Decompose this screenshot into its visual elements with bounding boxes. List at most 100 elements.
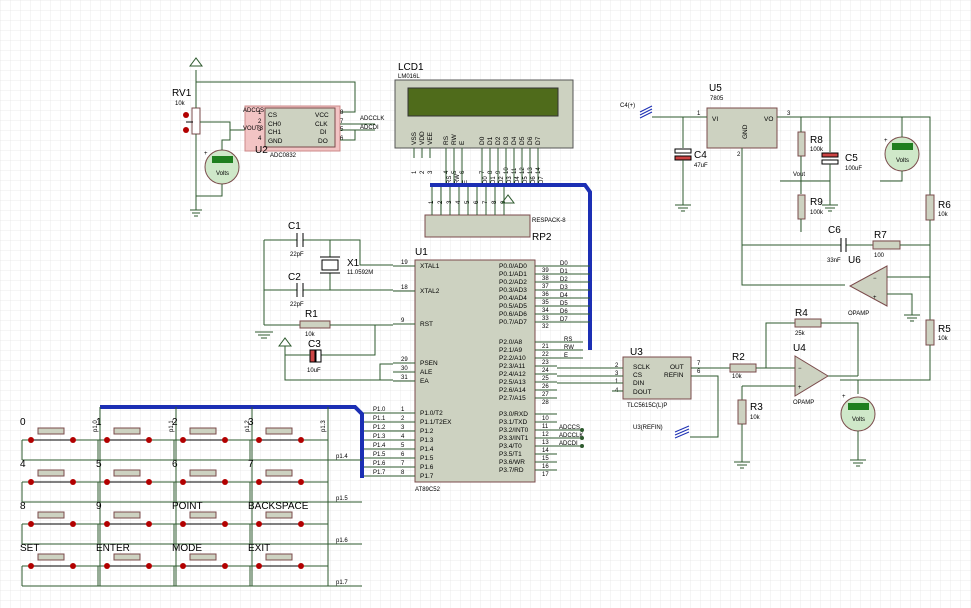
u1-right-pin-number: 27 <box>542 392 549 398</box>
keypad-key-cap <box>265 553 293 561</box>
keypad-key[interactable]: 3 <box>248 417 328 460</box>
u1-right-pin-number: 14 <box>542 448 549 454</box>
lcd1-display[interactable]: LCD1 LM016L <box>394 62 574 149</box>
keypad-key-label: 0 <box>20 417 26 428</box>
keypad-key[interactable]: 7 <box>248 459 328 502</box>
rp2-pin-number: 5 <box>465 200 471 204</box>
u1-p1-net: P1.6 <box>373 461 386 467</box>
u1-right-pin-label: P0.4/AD4 <box>499 295 527 302</box>
u1-left-pin-number: 8 <box>401 470 405 476</box>
u1-body <box>414 259 536 483</box>
r3-resistor[interactable]: R3 10k <box>737 399 763 425</box>
keypad-key-cap <box>265 511 293 519</box>
c2-capacitor[interactable]: C2 22pF <box>264 272 393 308</box>
lcd-pin-label: VDD <box>419 131 426 145</box>
keypad-key-cap <box>113 427 141 435</box>
keypad-key[interactable]: BACKSPACE <box>248 501 328 544</box>
keypad-key-pin <box>28 479 34 485</box>
lcd-net-label: E <box>463 180 469 184</box>
u1-right-pin-number: 33 <box>542 316 549 322</box>
r9-resistor[interactable]: R9 100k <box>797 194 824 220</box>
keypad-key[interactable]: SET <box>20 543 100 586</box>
c2-ref: C2 <box>288 272 301 283</box>
u1-left-pin-number: 2 <box>401 416 405 422</box>
c1-capacitor[interactable]: C1 22pF <box>264 221 393 266</box>
svg-text:+: + <box>884 138 888 144</box>
x1-crystal[interactable]: X1 11.0592M <box>320 240 373 290</box>
svg-text:GND: GND <box>268 138 283 145</box>
lcd-pin-label: D7 <box>535 136 542 145</box>
keypad-key-pin <box>298 479 304 485</box>
u1-p1-net: P1.7 <box>373 470 386 476</box>
keypad-key-cap <box>189 427 217 435</box>
keypad-key[interactable]: 1 <box>96 417 176 460</box>
r3-ref: R3 <box>750 402 763 413</box>
u1-right-pin-number: 35 <box>542 300 549 306</box>
u6-ref: U6 <box>848 255 861 266</box>
u1-left-pin-number: 3 <box>401 425 405 431</box>
u1-right-pin-number: 34 <box>542 308 549 314</box>
u1-right-pin-label: P3.2/INT0 <box>499 427 529 434</box>
lcd-pin-label: VEE <box>427 131 434 145</box>
u5-regulator[interactable]: U5 7805 VI VO GND 1 2 3 <box>697 83 791 158</box>
rp2-pin-number: 4 <box>456 200 462 204</box>
lcd-pin-label: D0 <box>479 136 486 145</box>
c4-value: 47uF <box>694 163 708 169</box>
keypad-key-cap <box>265 427 293 435</box>
c1-ref: C1 <box>288 221 301 232</box>
keypad-key[interactable]: 4 <box>20 459 100 502</box>
c2-value: 22pF <box>290 302 304 308</box>
rv1-pin-up <box>183 112 189 118</box>
keypad-key[interactable]: 8 <box>20 501 100 544</box>
u4-opamp[interactable]: U4 OPAMP − + <box>793 343 829 406</box>
keypad-key[interactable]: POINT <box>172 501 252 544</box>
keypad-key[interactable]: 5 <box>96 459 176 502</box>
svg-text:3: 3 <box>615 371 619 377</box>
keypad-bus <box>100 405 364 478</box>
keypad-key-cap <box>37 427 65 435</box>
svg-text:CLK: CLK <box>315 121 328 128</box>
u4-part: OPAMP <box>793 400 814 406</box>
rp2-respack[interactable]: RP2 RESPACK-8 <box>424 214 566 243</box>
net-u3-refin: U3(REFIN) <box>633 425 663 431</box>
r6-value: 10k <box>938 212 949 218</box>
svg-text:+: + <box>204 151 208 157</box>
c3-capacitor[interactable]: C3 10uF <box>307 339 322 374</box>
lcd-screen <box>407 87 559 117</box>
keypad-key[interactable]: 0 <box>20 417 100 460</box>
c6-ref: C6 <box>828 225 841 236</box>
keypad-key[interactable]: 2 <box>172 417 252 460</box>
rp2-part: RESPACK-8 <box>532 218 566 224</box>
r4-value: 25k <box>795 331 806 337</box>
u3-dac[interactable]: U3 TLC5615C(L)P SCLK CS DIN DOUT OUT REF… <box>615 347 701 409</box>
svg-text:CH1: CH1 <box>268 129 281 136</box>
r8-resistor[interactable]: R8 100k <box>797 131 824 157</box>
keypad-key[interactable]: 6 <box>172 459 252 502</box>
r2-value: 10k <box>732 374 743 380</box>
u1-left-pin-number: 9 <box>401 318 405 324</box>
keypad-key-cap <box>37 511 65 519</box>
ground-vm3 <box>850 459 866 467</box>
u1-right-pin-number: 12 <box>542 432 549 438</box>
keypad-key-cap <box>37 469 65 477</box>
u1-left-pin-label: EA <box>420 378 429 385</box>
rp2-ref: RP2 <box>532 232 552 243</box>
u2-adc0832[interactable]: U2 ADC0832 CS CH0 CH1 GND VCC CLK DI DO … <box>244 105 344 159</box>
keypad-key-pin <box>298 521 304 527</box>
lcd-pin-label: D3 <box>503 136 510 145</box>
svg-text:8: 8 <box>340 110 344 116</box>
rv1-pin-down <box>183 127 189 133</box>
keypad-key[interactable]: MODE <box>172 543 252 586</box>
r6-ref: R6 <box>938 200 951 211</box>
keypad-key[interactable]: EXIT <box>248 543 328 586</box>
u3-part: TLC5615C(L)P <box>627 403 667 409</box>
keypad-key[interactable]: 9 <box>96 501 176 544</box>
u1-at89c52[interactable]: U1 AT89C52 <box>414 247 536 493</box>
u1-right-pin-label: P2.7/A15 <box>499 395 526 402</box>
c6-capacitor[interactable]: C6 33nF <box>827 225 873 264</box>
keypad-key[interactable]: ENTER <box>96 543 176 586</box>
u1-right-pin-number: 15 <box>542 456 549 462</box>
r5-resistor[interactable]: R5 10k <box>925 319 951 346</box>
net-c4plus: C4(+) <box>620 103 635 109</box>
u6-opamp[interactable]: U6 OPAMP − + <box>848 255 888 317</box>
